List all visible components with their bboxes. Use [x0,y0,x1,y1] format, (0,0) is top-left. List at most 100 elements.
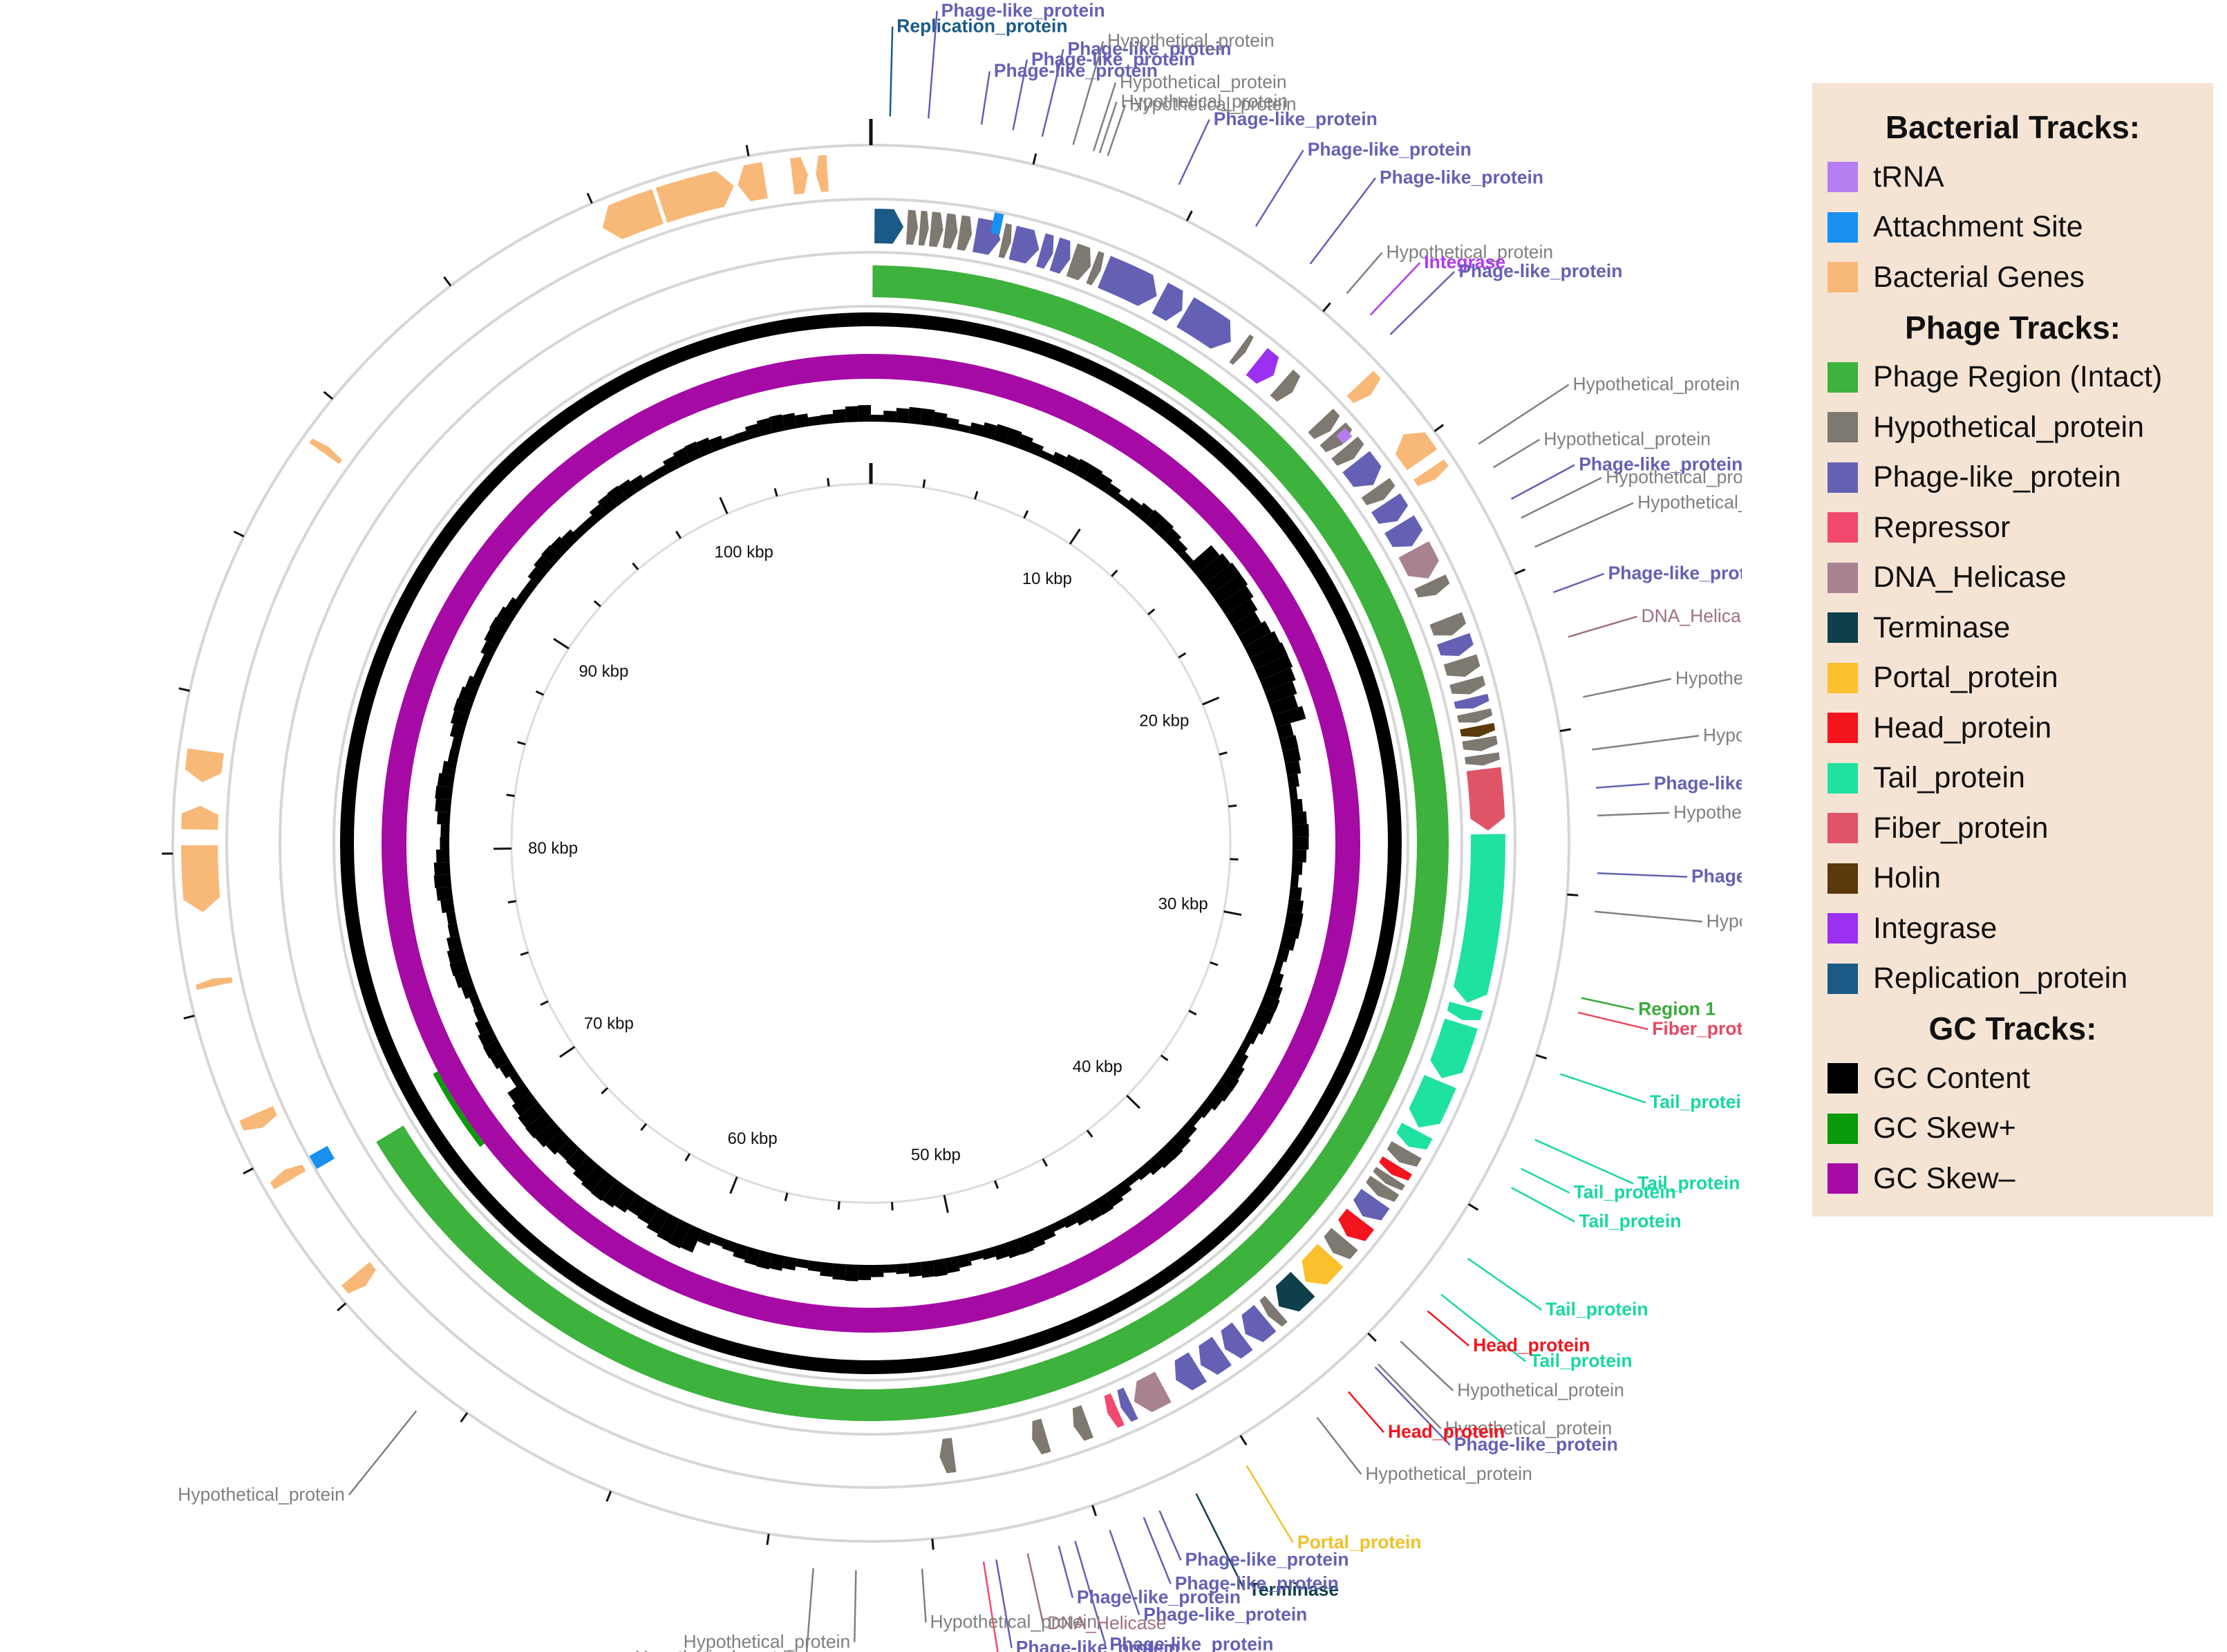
legend-label: Holin [1873,861,1941,895]
gc-bar [630,474,648,493]
gene-label: Phage-like_protein [1308,139,1472,160]
inner-tick [994,1180,999,1189]
gc-bar [1259,667,1296,693]
legend-item: Portal_protein [1812,653,2213,704]
gc-bar [440,899,455,914]
label-leader [1597,872,1688,878]
label-leader [1098,101,1118,153]
legend-label: Repressor [1873,510,2011,544]
phage-gene [1361,478,1396,506]
gc-bar [1291,861,1303,875]
gc-bar [447,935,462,951]
legend-swatch [1827,612,1858,644]
gc-bar [1153,1147,1174,1169]
phage-gene [1460,722,1496,738]
gc-bar [597,494,617,514]
outer-tick [1239,1435,1248,1446]
phage-gene [1371,493,1409,524]
gc-bar [920,408,935,426]
gc-bar [1211,573,1248,605]
label-leader [1195,1493,1246,1590]
gene-label: Hypothetical_protein [930,1611,1098,1632]
gc-bar [637,1201,659,1225]
legend-section-header: Phage Tracks: [1905,309,2121,346]
gene-label: Tail_protein [1650,1091,1742,1112]
gc-bar [446,911,458,926]
gene-label: Phage-like_protein [1143,1604,1307,1624]
label-leader [1143,1517,1172,1585]
gc-bar [1072,458,1092,480]
gc-bar [1083,1201,1103,1221]
gc-bar [589,504,608,523]
legend-label: Replication_protein [1873,961,2128,995]
label-leader [1521,1167,1570,1194]
gc-bar [1144,509,1165,531]
outer-tick [323,391,333,400]
label-leader [1369,262,1421,316]
gc-bar [1134,1164,1151,1181]
gc-bar [1125,1172,1140,1187]
gc-bar [820,1261,834,1277]
phage-gene [1199,1337,1232,1375]
outer-tick [1559,728,1571,733]
gc-bar [920,1260,935,1278]
gc-bar [453,697,473,715]
gc-bar [662,456,680,473]
track-ring [225,198,1516,1489]
inner-tick [553,637,570,650]
label-leader [348,1410,417,1496]
track-ring [332,305,1409,1382]
inner-tick [507,900,517,904]
gc-bar [1279,735,1299,751]
phage-gene [1409,1075,1456,1128]
legend-swatch [1827,713,1858,744]
gc-bar [1134,503,1154,523]
gc-bar [511,1091,538,1116]
gene-label: Hypothetical_protein [1387,242,1554,263]
legend-label: Head_protein [1873,711,2052,744]
outer-tick [337,1302,347,1312]
gc-bar [1196,553,1231,585]
bacterial-gene [239,1106,277,1131]
phage-gene [943,213,958,249]
gene-label: Phage-like_protein [1016,1637,1180,1652]
gc-bar [1104,1187,1124,1207]
gc-bar [1218,585,1254,615]
legend-item: Bacterial Genes [1812,252,2213,303]
legend-swatch [1827,963,1858,994]
legend-swatch [1827,863,1858,894]
gc-bar [482,1040,504,1059]
inner-tick [520,951,529,956]
gc-bar [1162,1139,1183,1160]
label-leader [853,1570,857,1642]
label-leader [889,26,894,117]
gc-bar [1243,630,1281,658]
gc-bar [525,1111,554,1138]
gc-bar [981,422,997,440]
label-leader [1072,41,1105,145]
gene-label: Phage-like_protein [1458,261,1622,281]
legend-item: Fiber_protein [1812,803,2213,854]
label-leader [1346,252,1383,294]
phage-gene [1443,654,1481,677]
legend-swatch [1827,512,1858,543]
gc-bar [895,1263,909,1275]
gc-bar [1179,551,1194,566]
gc-bar [433,861,451,876]
gene-label: Phage-like_protein [1691,866,1742,887]
gc-bar [496,606,517,626]
legend-label: Phage-like_protein [1873,460,2121,494]
gc-bar [590,1172,617,1201]
outer-tick [1322,302,1331,312]
gc-bar [845,1264,859,1282]
inner-tick [1160,1054,1169,1062]
phage-gene [1152,282,1183,321]
legend-item: Head_protein [1812,703,2213,753]
phage-gene [1229,334,1254,365]
gc-bar [490,1050,510,1069]
gene-label: Tail_protein [1579,1210,1681,1231]
label-leader [1595,782,1650,789]
label-leader [1511,464,1575,500]
gc-bar [523,579,538,595]
label-leader [1309,177,1376,265]
